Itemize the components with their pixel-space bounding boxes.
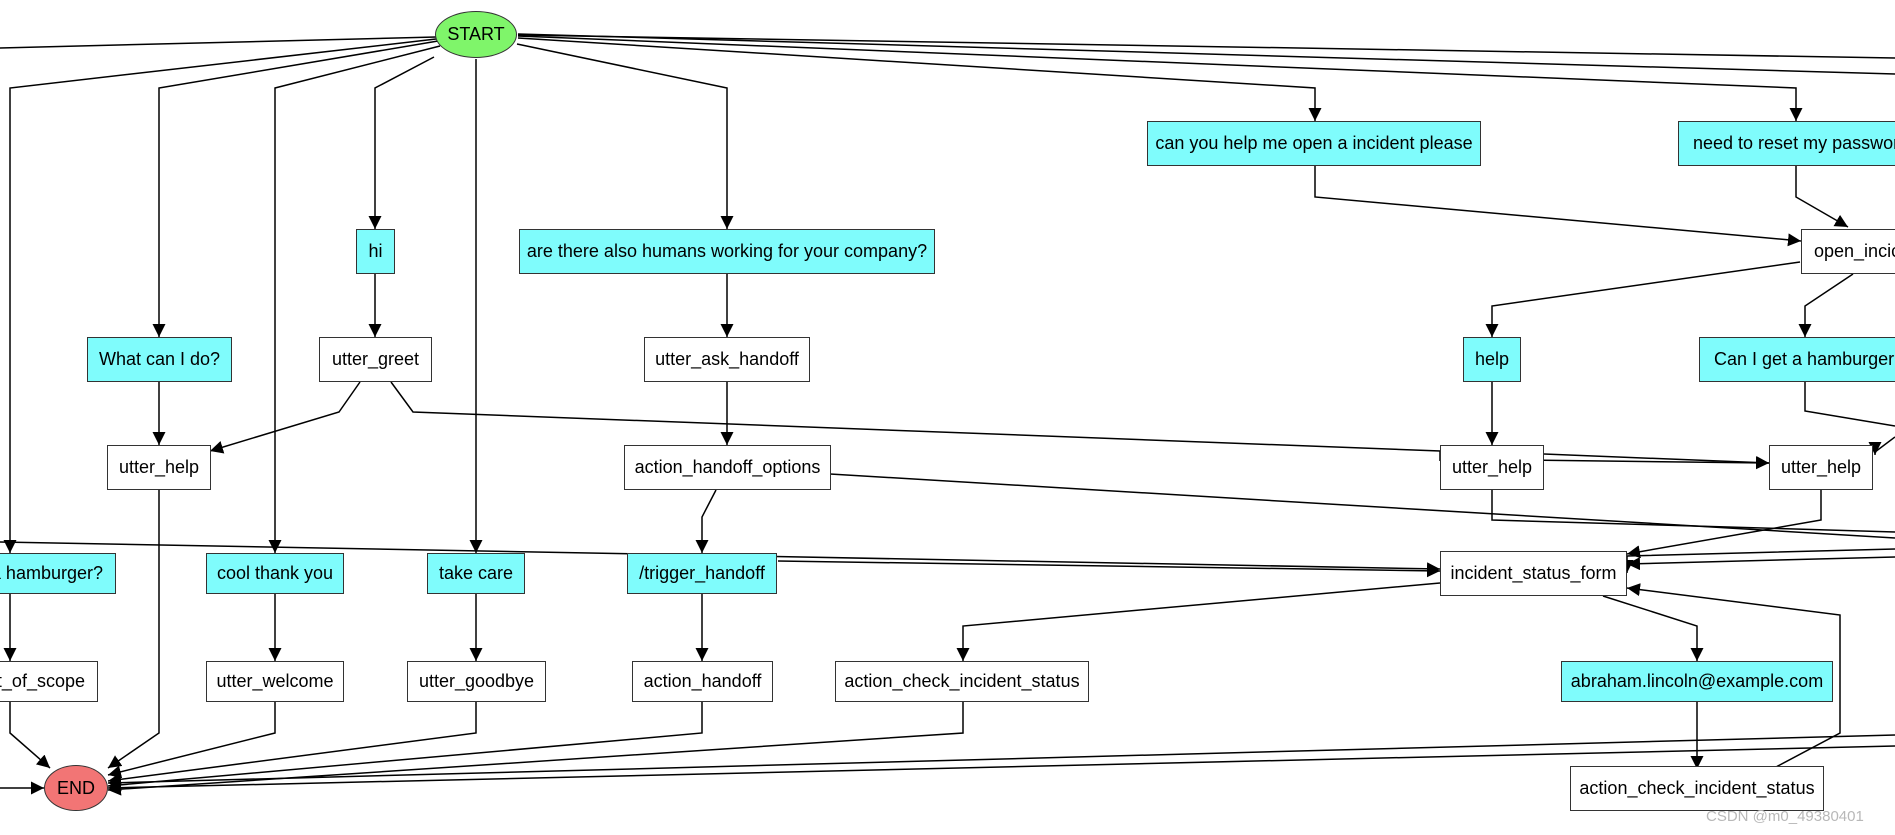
action-node-action-handoff-options: action_handoff_options bbox=[624, 445, 831, 490]
edge-start-cool-thank-you bbox=[268, 45, 441, 553]
action-node-action-check-incident-status-1: action_check_incident_status bbox=[835, 661, 1089, 702]
action-node-action-check-incident-status-2: action_check_incident_status bbox=[1570, 766, 1824, 811]
edge-start-hi bbox=[368, 56, 435, 229]
action-node-utter-help-3: utter_help bbox=[1769, 445, 1873, 490]
action-node-utter-ask-handoff: utter_ask_handoff bbox=[644, 337, 810, 382]
edge-reset-password-open-incident-form bbox=[1795, 166, 1849, 228]
user-node-take-care: take care bbox=[427, 553, 525, 594]
edge-offscreen-end-2 bbox=[107, 745, 1895, 795]
edge-incident-status-form-email bbox=[1602, 595, 1704, 661]
edge-open-incident-open-incident-form bbox=[1314, 166, 1802, 247]
edge-start-offscreen-right-1 bbox=[517, 34, 1895, 59]
user-node-reset-password: need to reset my passwor bbox=[1678, 121, 1895, 166]
user-node-trigger-handoff: /trigger_handoff bbox=[627, 553, 777, 594]
user-node-humans: are there also humans working for your c… bbox=[519, 229, 935, 274]
edge-action-handoff-options-offscreen bbox=[829, 473, 1895, 539]
user-node-email: abraham.lincoln@example.com bbox=[1561, 661, 1833, 702]
edge-start-open-incident bbox=[517, 37, 1322, 121]
edge-utter-greet-utter-help bbox=[209, 381, 361, 454]
edge-start-reset-password bbox=[517, 35, 1803, 121]
watermark: CSDN @m0_49380401 bbox=[1706, 808, 1864, 825]
edge-open-incident-form-hamburger-right bbox=[1798, 273, 1854, 337]
user-node-hamburger-right: Can I get a hamburger? bbox=[1699, 337, 1895, 382]
edge-offscreen-incident-status-form-2 bbox=[1626, 556, 1895, 571]
action-node-incident-status-form: incident_status_form bbox=[1440, 551, 1627, 596]
edge-action-handoff-options-trigger-handoff bbox=[695, 489, 717, 553]
edge-trigger-handoff-incident-status-form bbox=[777, 560, 1441, 578]
edge-action-check-1-end bbox=[107, 702, 964, 796]
action-node-action-handoff: action_handoff bbox=[632, 661, 773, 702]
user-node-hamburger-left: a hamburger? bbox=[0, 553, 116, 594]
edge-offscreen-end-1 bbox=[107, 734, 1895, 790]
action-node-utter-help-1: utter_help bbox=[107, 445, 211, 490]
action-node-utter-greet: utter_greet bbox=[319, 337, 432, 382]
action-node-out-of-scope: t_of_scope bbox=[0, 661, 98, 702]
edge-start-hamburger-left bbox=[3, 38, 437, 553]
action-node-open-incident-form: open_incic bbox=[1801, 229, 1895, 274]
edge-offscreen-utter-help-3 bbox=[1868, 436, 1895, 455]
edge-out-of-scope-end bbox=[9, 702, 51, 769]
action-node-utter-welcome: utter_welcome bbox=[206, 661, 344, 702]
edge-utter-goodbye-end bbox=[107, 702, 477, 786]
edge-utter-help-end bbox=[107, 490, 160, 769]
edge-utter-welcome-end bbox=[107, 702, 276, 779]
edge-utter-help-2-utter-help-3 bbox=[1543, 453, 1770, 469]
action-node-utter-help-2: utter_help bbox=[1440, 445, 1544, 490]
edge-hamburger-right-offscreen bbox=[1804, 382, 1895, 427]
edge-action-check-2-incident-status-form bbox=[1626, 583, 1841, 768]
edge-utter-help-2-offscreen bbox=[1491, 490, 1895, 533]
user-node-cool-thank-you: cool thank you bbox=[206, 553, 344, 594]
edge-incident-status-form-action-check-1 bbox=[956, 582, 1441, 661]
user-node-open-incident: can you help me open a incident please bbox=[1147, 121, 1481, 166]
user-node-hi: hi bbox=[356, 229, 395, 274]
start-node: START bbox=[435, 11, 517, 58]
edge-start-offscreen-left bbox=[0, 36, 437, 49]
edge-start-humans bbox=[516, 43, 734, 229]
action-node-utter-goodbye: utter_goodbye bbox=[407, 661, 546, 702]
edge-action-handoff-end bbox=[107, 702, 703, 792]
user-node-help: help bbox=[1463, 337, 1521, 382]
end-node: END bbox=[44, 765, 108, 811]
edge-start-what-can-i-do bbox=[152, 40, 439, 337]
edge-start-offscreen-right-2 bbox=[517, 33, 1895, 75]
edge-open-incident-form-help bbox=[1485, 261, 1801, 337]
edge-utter-help-3-incident-status-form bbox=[1626, 490, 1822, 559]
user-node-what-can-i-do: What can I do? bbox=[87, 337, 232, 382]
edge-utter-greet-utter-help-3 bbox=[390, 381, 1441, 461]
